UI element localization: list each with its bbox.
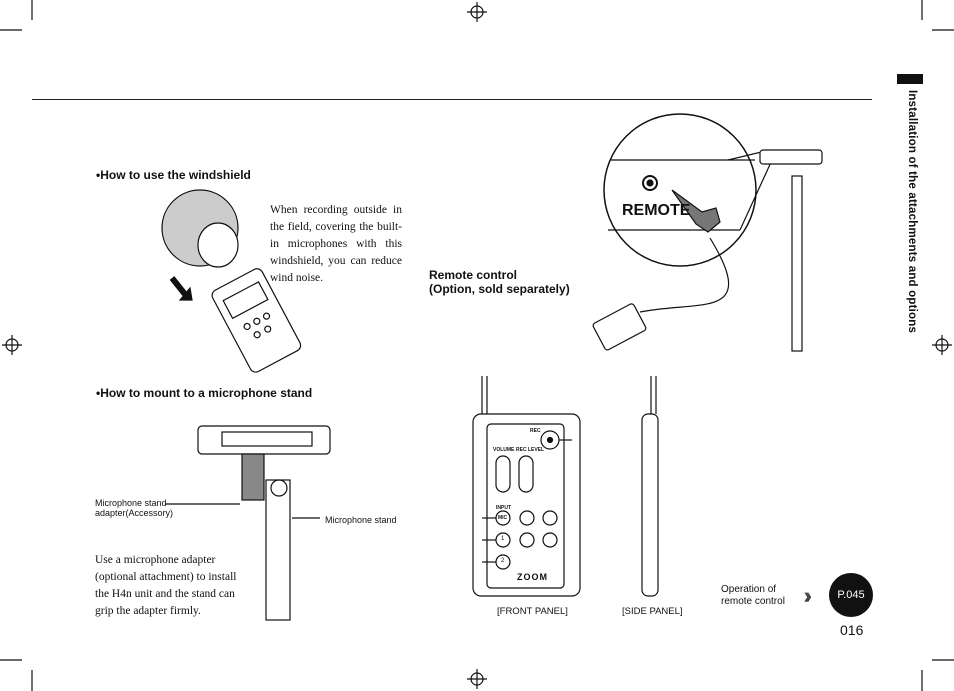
reference-line1: Operation of bbox=[721, 584, 777, 595]
front-panel-caption: [FRONT PANEL] bbox=[497, 606, 568, 617]
reference-arrows-icon: 〉〉〉〉 bbox=[804, 593, 817, 604]
page-reference-badge[interactable]: P.045 bbox=[829, 573, 873, 617]
rec-label: REC bbox=[530, 428, 541, 434]
mount-text: Use a microphone adapter (optional attac… bbox=[95, 554, 237, 617]
windshield-heading: •How to use the windshield bbox=[96, 168, 251, 182]
remote-label-line2: (Option, sold separately) bbox=[429, 282, 570, 296]
reference-line2: remote control bbox=[721, 596, 785, 607]
remote-side-panel bbox=[641, 376, 659, 597]
mic-button: MIC bbox=[498, 515, 508, 521]
windshield-illustration bbox=[161, 189, 302, 373]
adapter-label: Microphone stand adapter(Accessory) bbox=[95, 498, 174, 518]
page-number: 016 bbox=[840, 622, 864, 638]
section-tab bbox=[897, 74, 923, 84]
section-title: Installation of the attachments and opti… bbox=[906, 90, 918, 334]
zoom-logo: ZOOM bbox=[517, 572, 548, 582]
mic-stand-illustration bbox=[165, 425, 331, 621]
remote-label-line1: Remote control bbox=[429, 268, 518, 282]
header-rule bbox=[32, 99, 872, 100]
side-panel-caption: [SIDE PANEL] bbox=[622, 606, 683, 617]
remote-jack-label: REMOTE bbox=[622, 202, 691, 219]
input-1-button: 1 bbox=[501, 536, 505, 542]
input-2-button: 2 bbox=[501, 558, 505, 564]
remote-front-panel bbox=[472, 376, 581, 597]
stand-label: Microphone stand bbox=[325, 515, 397, 525]
remote-label: Remote control(Option, sold separately) bbox=[429, 268, 570, 296]
mount-heading: •How to mount to a microphone stand bbox=[96, 386, 313, 400]
windshield-text: When recording outside in the field, cov… bbox=[270, 204, 402, 284]
rec-level-label: REC LEVEL bbox=[516, 447, 545, 453]
remote-overview-illustration bbox=[592, 113, 823, 352]
volume-label: VOLUME bbox=[493, 447, 515, 453]
input-label: INPUT bbox=[496, 505, 511, 511]
